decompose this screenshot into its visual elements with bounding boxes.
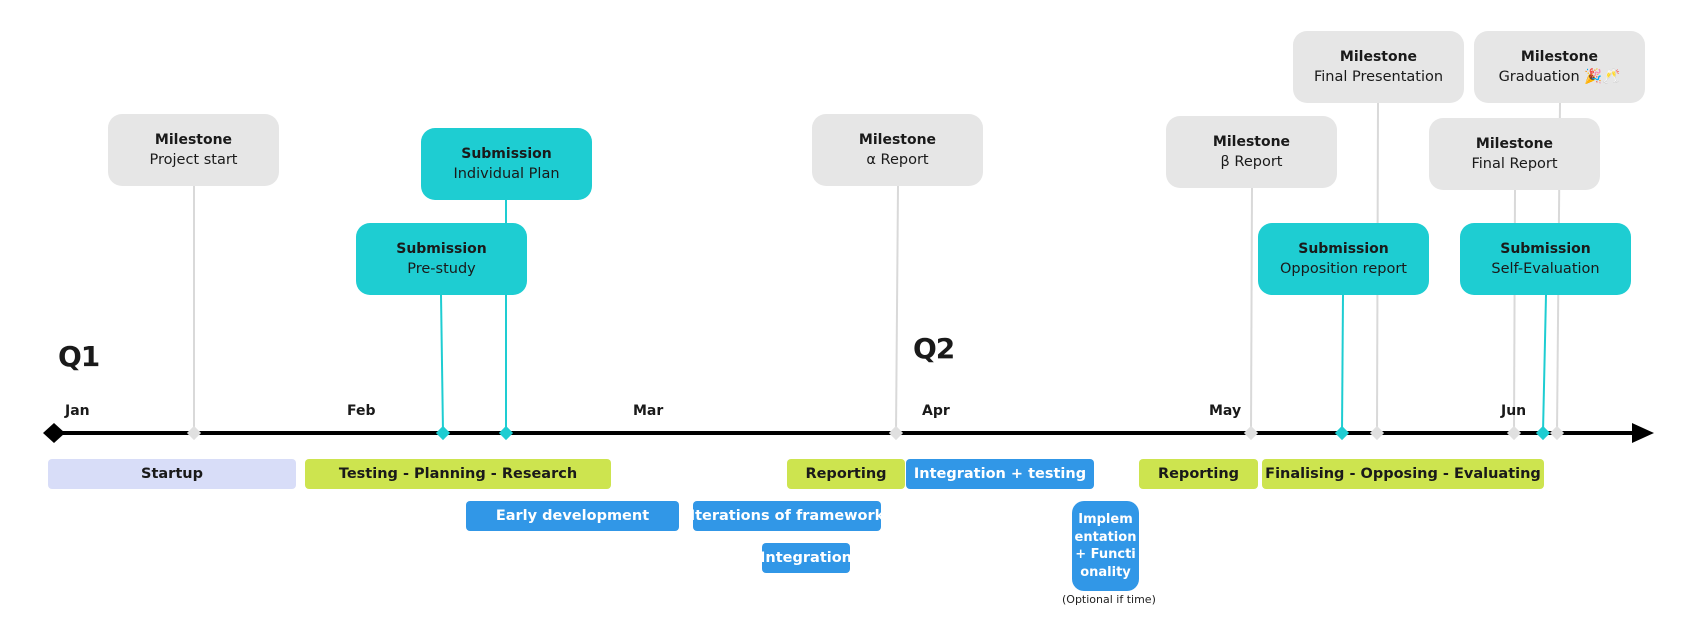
marker-opposition-report (1334, 425, 1350, 441)
axis-arrowhead (1632, 423, 1654, 443)
phase-startup: Startup (48, 459, 296, 489)
submission-self-evaluation: Submission Self-Evaluation (1460, 223, 1631, 295)
marker-self-evaluation (1535, 425, 1551, 441)
marker-final-report (1506, 425, 1522, 441)
milestone-final-report: Milestone Final Report (1429, 118, 1600, 190)
submission-opposition-report: Submission Opposition report (1258, 223, 1429, 295)
connector-self-evaluation (1542, 294, 1547, 433)
connector-opposition-report (1341, 294, 1344, 433)
connector-beta-report (1250, 187, 1253, 433)
milestone-graduation: Milestone Graduation 🎉🥂 (1474, 31, 1645, 103)
marker-final-presentation (1369, 425, 1385, 441)
callout-kind: Submission (461, 146, 552, 162)
month-label-feb: Feb (347, 403, 376, 419)
marker-graduation (1549, 425, 1565, 441)
callout-title: Self-Evaluation (1491, 261, 1600, 277)
phase-reporting-2: Reporting (1139, 459, 1258, 489)
task-integration: Integration (760, 543, 852, 573)
month-label-apr: Apr (922, 403, 950, 419)
callout-title: α Report (866, 152, 929, 168)
month-label-jan: Jan (65, 403, 90, 419)
month-label-jun: Jun (1501, 403, 1527, 419)
callout-title: Project start (149, 152, 238, 168)
callout-kind: Submission (396, 241, 487, 257)
callout-kind: Milestone (1339, 49, 1418, 65)
phase-integration-testing: Integration + testing (906, 459, 1094, 489)
callout-kind: Milestone (858, 132, 937, 148)
callout-title: Individual Plan (453, 166, 560, 182)
callout-kind: Milestone (1475, 136, 1554, 152)
phase-testing-planning-research: Testing - Planning - Research (305, 459, 611, 489)
optional-note: (Optional if time) (1062, 593, 1156, 606)
phase-finalising-opposing-evaluating: Finalising - Opposing - Evaluating (1262, 459, 1544, 489)
month-label-mar: Mar (633, 403, 664, 419)
callout-title: β Report (1220, 154, 1283, 170)
task-early-development: Early development (466, 501, 679, 531)
month-label-may: May (1209, 403, 1242, 419)
milestone-project-start: Milestone Project start (108, 114, 279, 186)
callout-title: Final Presentation (1313, 69, 1444, 85)
callout-kind: Milestone (1212, 134, 1291, 150)
task-iterations-of-framework: Iterations of framework (690, 501, 884, 531)
callout-kind: Milestone (1520, 49, 1599, 65)
axis-start-diamond (43, 423, 65, 443)
marker-alpha-report (888, 425, 904, 441)
callout-title: Pre-study (407, 261, 476, 277)
submission-pre-study: Submission Pre-study (356, 223, 527, 295)
submission-individual-plan: Submission Individual Plan (421, 128, 592, 200)
connector-pre-study (440, 294, 444, 433)
callout-kind: Submission (1500, 241, 1591, 257)
marker-pre-study (435, 425, 451, 441)
quarter-label-q1: Q1 (58, 340, 100, 373)
callout-title: Graduation 🎉🥂 (1498, 69, 1621, 85)
milestone-beta-report: Milestone β Report (1166, 116, 1337, 188)
marker-beta-report (1243, 425, 1259, 441)
connector-alpha-report (895, 185, 899, 433)
callout-title: Final Report (1471, 156, 1558, 172)
milestone-alpha-report: Milestone α Report (812, 114, 983, 186)
phase-reporting-1: Reporting (787, 459, 905, 489)
milestone-final-presentation: Milestone Final Presentation (1293, 31, 1464, 103)
marker-individual-plan (498, 425, 514, 441)
task-implementation-functionality: Implementation + Functionality (1072, 501, 1139, 591)
marker-project-start (186, 425, 202, 441)
quarter-label-q2: Q2 (913, 332, 955, 365)
callout-title: Opposition report (1280, 261, 1407, 277)
callout-kind: Submission (1298, 241, 1389, 257)
callout-kind: Milestone (154, 132, 233, 148)
